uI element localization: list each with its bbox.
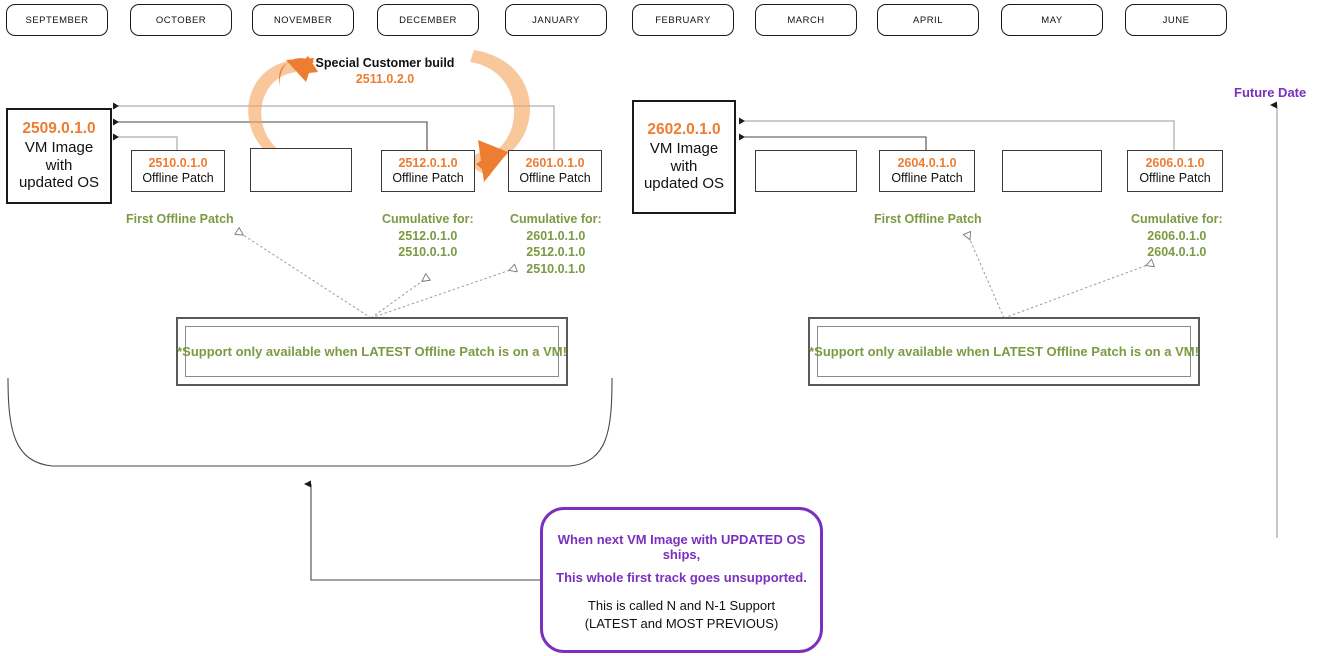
- month-pill-june[interactable]: JUNE: [1125, 4, 1227, 36]
- note-line: 2510.0.1.0: [398, 245, 458, 260]
- note-line: 2510.0.1.0: [526, 261, 586, 276]
- patch-label: Offline Patch: [1139, 171, 1211, 185]
- month-label: APRIL: [913, 14, 943, 26]
- patch-box-empty-november[interactable]: [250, 148, 352, 192]
- callout-black-line-1: This is called N and N-1 Support: [587, 597, 776, 613]
- vm-image-version: 2602.0.1.0: [647, 120, 721, 138]
- month-pill-november[interactable]: NOVEMBER: [252, 4, 354, 36]
- vm-image-box-2509[interactable]: 2509.0.1.0 VM Image with updated OS: [6, 108, 112, 204]
- month-label: DECEMBER: [399, 14, 457, 26]
- note-line: 2512.0.1.0: [526, 245, 586, 260]
- month-label: OCTOBER: [155, 14, 207, 26]
- month-label: NOVEMBER: [273, 14, 333, 26]
- vm-image-desc-line3: updated OS: [643, 175, 725, 193]
- support-note-text: *Support only available when LATEST Offl…: [809, 344, 1199, 359]
- note-line: Cumulative for:: [1131, 212, 1223, 226]
- month-pill-march[interactable]: MARCH: [755, 4, 857, 36]
- patch-box-empty-may[interactable]: [1002, 150, 1102, 192]
- patch-version: 2606.0.1.0: [1145, 156, 1205, 170]
- note-line: Cumulative for:: [382, 212, 474, 226]
- note-line: 2512.0.1.0: [398, 228, 458, 243]
- special-customer-build-label: Special Customer build 2511.0.2.0: [300, 56, 470, 86]
- month-pill-september[interactable]: SEPTEMBER: [6, 4, 108, 36]
- note-cumulative-2512: Cumulative for: 2512.0.1.0 2510.0.1.0: [382, 211, 474, 261]
- patch-label: Offline Patch: [142, 171, 214, 185]
- patch-version: 2512.0.1.0: [398, 156, 458, 170]
- vm-image-desc-line3: updated OS: [18, 174, 100, 192]
- patch-box-2512[interactable]: 2512.0.1.0 Offline Patch: [381, 150, 475, 192]
- month-label: SEPTEMBER: [25, 14, 89, 26]
- vm-image-desc-line2: with: [670, 157, 698, 175]
- vm-image-version: 2509.0.1.0: [22, 119, 96, 137]
- patch-version: 2604.0.1.0: [897, 156, 957, 170]
- patch-box-empty-march[interactable]: [755, 150, 857, 192]
- month-pill-may[interactable]: MAY: [1001, 4, 1103, 36]
- support-note-inner: *Support only available when LATEST Offl…: [809, 326, 1199, 377]
- support-note-inner: *Support only available when LATEST Offl…: [177, 326, 567, 377]
- note-line: 2606.0.1.0: [1147, 228, 1207, 243]
- future-date-text: Future Date: [1234, 85, 1307, 100]
- note-line: 2604.0.1.0: [1147, 245, 1207, 260]
- vm-image-desc-line1: VM Image: [24, 139, 94, 157]
- patch-version: 2601.0.1.0: [525, 156, 585, 170]
- vm-image-desc-line1: VM Image: [649, 140, 719, 158]
- note-cumulative-2601: Cumulative for: 2601.0.1.0 2512.0.1.0 25…: [510, 211, 602, 278]
- note-cumulative-2606: Cumulative for: 2606.0.1.0 2604.0.1.0: [1131, 211, 1223, 261]
- month-label: FEBRUARY: [655, 14, 711, 26]
- month-label: MAY: [1041, 14, 1063, 26]
- patch-label: Offline Patch: [392, 171, 464, 185]
- month-pill-december[interactable]: DECEMBER: [377, 4, 479, 36]
- callout-black-line-2: (LATEST and MOST PREVIOUS): [584, 615, 779, 631]
- patch-version: 2510.0.1.0: [148, 156, 208, 170]
- note-first-offline-patch-track1: First Offline Patch: [126, 211, 234, 228]
- month-label: JANUARY: [532, 14, 580, 26]
- month-pill-april[interactable]: APRIL: [877, 4, 979, 36]
- special-build-version: 2511.0.2.0: [355, 72, 415, 86]
- special-build-title: Special Customer build: [315, 56, 455, 70]
- month-pill-january[interactable]: JANUARY: [505, 4, 607, 36]
- patch-box-2604[interactable]: 2604.0.1.0 Offline Patch: [879, 150, 975, 192]
- month-label: JUNE: [1162, 14, 1190, 26]
- patch-box-2510[interactable]: 2510.0.1.0 Offline Patch: [131, 150, 225, 192]
- patch-label: Offline Patch: [519, 171, 591, 185]
- n-minus-1-support-callout[interactable]: When next VM Image with UPDATED OS ships…: [540, 507, 823, 653]
- support-note-box-track2: *Support only available when LATEST Offl…: [808, 317, 1200, 386]
- vm-image-desc-line2: with: [45, 156, 73, 174]
- callout-purple-line-1: When next VM Image with UPDATED OS ships…: [557, 531, 806, 562]
- note-first-offline-patch-track2: First Offline Patch: [874, 211, 982, 228]
- callout-purple-line-2: This whole first track goes unsupported.: [556, 569, 807, 585]
- month-pill-october[interactable]: OCTOBER: [130, 4, 232, 36]
- month-label: MARCH: [787, 14, 825, 26]
- future-date-label: Future Date: [1234, 85, 1306, 100]
- vm-image-box-2602[interactable]: 2602.0.1.0 VM Image with updated OS: [632, 100, 736, 214]
- patch-label: Offline Patch: [891, 171, 963, 185]
- timeline-month-row: SEPTEMBER OCTOBER NOVEMBER DECEMBER JANU…: [0, 0, 1320, 40]
- note-line: First Offline Patch: [126, 212, 234, 226]
- note-line: Cumulative for:: [510, 212, 602, 226]
- month-pill-february[interactable]: FEBRUARY: [632, 4, 734, 36]
- support-note-box-track1: *Support only available when LATEST Offl…: [176, 317, 568, 386]
- note-line: First Offline Patch: [874, 212, 982, 226]
- patch-box-2606[interactable]: 2606.0.1.0 Offline Patch: [1127, 150, 1223, 192]
- patch-box-2601[interactable]: 2601.0.1.0 Offline Patch: [508, 150, 602, 192]
- note-line: 2601.0.1.0: [526, 228, 586, 243]
- support-note-text: *Support only available when LATEST Offl…: [177, 344, 567, 359]
